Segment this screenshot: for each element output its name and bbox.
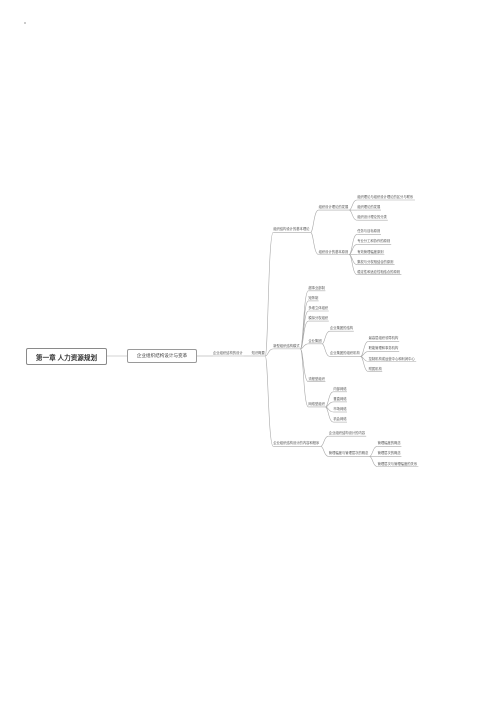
leaf-node[interactable]: 最高层组织领导机构 [368, 336, 399, 341]
connector-line [360, 356, 369, 372]
leaf-node[interactable]: 超事业部制 [308, 285, 325, 290]
main-topic[interactable]: 企业组织结构设计与变革 [127, 349, 197, 363]
leaf-node[interactable]: 职能管理和事务机构 [368, 346, 399, 351]
leaf-node[interactable]: 组织理论的发展 [357, 205, 381, 210]
page-corner-mark [24, 22, 26, 24]
topic-node[interactable]: 企业集团的组织机构 [330, 351, 360, 356]
leaf-node[interactable]: 内部网络 [333, 386, 347, 391]
topic-node[interactable]: 企业组织结构设计的内容和程序 [273, 441, 320, 446]
leaf-node[interactable]: 模拟分权组织 [308, 316, 329, 321]
leaf-node[interactable]: 任务与目标原则 [357, 229, 381, 234]
connector-line [265, 348, 274, 357]
topic-node[interactable]: 企业集团 [308, 338, 322, 343]
leaf-node[interactable]: 组织理论与组织设计理论的区分与联系 [357, 195, 414, 199]
connector-line [300, 320, 309, 350]
leaf-node[interactable]: 附属机构 [368, 366, 382, 371]
leaf-node[interactable]: 管理幅度的概念 [377, 441, 401, 446]
leaf-node[interactable]: 多维立体组织 [308, 306, 329, 310]
topic-node[interactable]: 管理幅度与管理层次的概念 [328, 451, 369, 456]
root-topic[interactable]: 第一章 人力资源规划 [26, 348, 107, 365]
connector-line [325, 406, 334, 423]
connector-line [310, 209, 319, 233]
leaf-node[interactable]: 集权与分权相结合的原则 [357, 259, 394, 264]
connector-line [300, 348, 309, 408]
connector-line [349, 199, 358, 211]
leaf-node[interactable]: 机会网络 [333, 417, 347, 422]
connector-line [320, 435, 329, 447]
leaf-node[interactable]: 组织设计理论的分类 [357, 215, 387, 220]
leaf-node[interactable]: 有效管理幅度原则 [357, 249, 384, 254]
leaf-node[interactable]: 流程型组织 [308, 376, 325, 381]
leaf-node[interactable]: 管理层次的概念 [377, 451, 401, 456]
connector-line [310, 232, 319, 255]
connector-line [369, 446, 378, 457]
connector-line [325, 391, 334, 408]
connector-line [348, 254, 358, 275]
leaf-node[interactable]: 矩阵制 [308, 295, 319, 300]
leaf-node[interactable]: 专业分工和协作的原则 [357, 239, 391, 244]
connector-line [264, 232, 274, 357]
topic-node[interactable]: 新型组织结构模式 [273, 343, 300, 348]
topic-node[interactable]: 组织设计理论的发展 [318, 205, 349, 210]
connector-line [360, 341, 369, 357]
topic-node[interactable]: 组织结构设计的基本理论 [273, 227, 310, 232]
leaf-node[interactable]: 控制机构或运营中心和利润中心 [368, 356, 415, 361]
connector-line [264, 355, 274, 447]
leaf-node[interactable]: 稳定性和适应性相结合的原则 [357, 269, 401, 274]
topic-node[interactable]: 企业组织结构的设计 [213, 351, 243, 355]
connector-line [321, 343, 331, 357]
topic-node[interactable]: 组织设计的基本原则 [318, 249, 349, 254]
leaf-node[interactable]: 管理层次与管理幅度的关系 [377, 461, 418, 466]
topic-node[interactable]: 网络型组织 [308, 401, 325, 406]
topic-node[interactable]: 知识概要 [251, 351, 265, 355]
connector-line [349, 209, 358, 221]
connector-line [320, 446, 329, 457]
leaf-node[interactable]: 企业集团的结构 [330, 326, 354, 331]
leaf-node[interactable]: 垂直网络 [333, 396, 347, 401]
leaf-node[interactable]: 市场网络 [333, 407, 347, 411]
connector-line [321, 330, 331, 345]
connector-line [300, 343, 309, 350]
connector-line [369, 456, 378, 467]
leaf-node[interactable]: 企业组织结构设计的内容 [328, 431, 366, 436]
